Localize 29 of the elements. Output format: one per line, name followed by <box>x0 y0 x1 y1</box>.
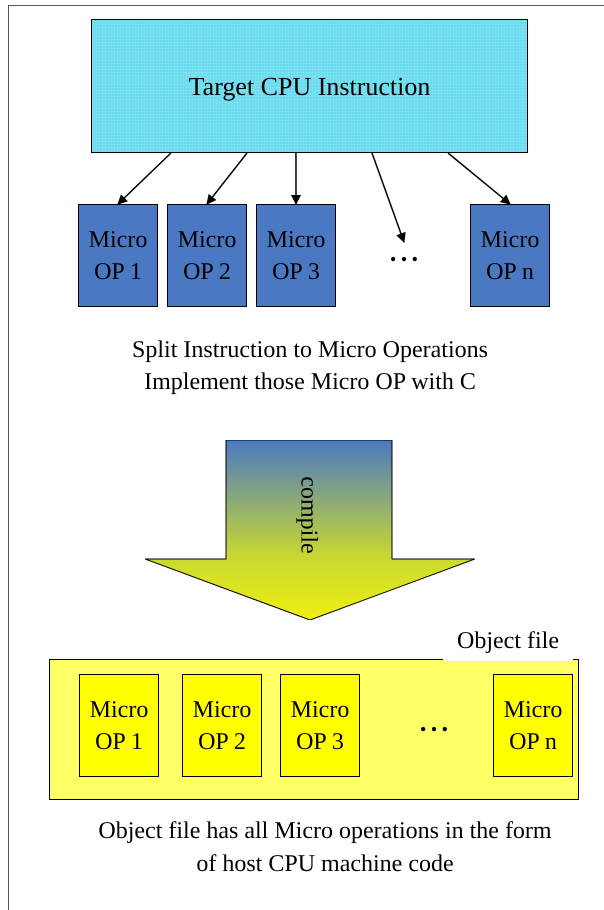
arrow <box>117 152 172 205</box>
micro-op-box <box>79 674 159 777</box>
arrow <box>291 153 301 205</box>
box-text: Micro OP 3 <box>290 696 350 756</box>
caption-text: Implement those Micro OP with C <box>143 368 477 397</box>
micro-op-box <box>256 204 336 307</box>
box-text: Micro OP n <box>480 226 540 286</box>
ellipsis: • • • <box>390 248 418 270</box>
box-text: Micro OP n <box>502 696 564 756</box>
micro-op-box <box>167 204 247 307</box>
box-text: Micro OP 1 <box>88 226 148 286</box>
box-title: Target CPU Instruction <box>188 70 430 103</box>
box-text: Micro OP 2 <box>192 696 252 756</box>
micro-op-box <box>493 674 573 777</box>
arrow <box>206 152 248 205</box>
box-text: Micro OP 1 <box>88 696 150 756</box>
micro-op-box <box>470 204 550 307</box>
instruction-box <box>91 19 528 153</box>
ellipsis: • • • <box>420 718 448 740</box>
arrow <box>371 152 406 243</box>
micro-op-box <box>280 674 360 777</box>
arrow <box>448 152 511 205</box>
micro-op-box <box>78 204 158 307</box>
caption-text: Object file has all Micro operations in the form of host CPU machine code <box>97 817 553 879</box>
box-text: Micro OP 3 <box>266 226 326 286</box>
micro-op-box <box>182 674 262 777</box>
caption-text: Split Instruction to Micro Operations <box>131 336 489 365</box>
arrow-label: compile <box>295 476 323 554</box>
box-text: Micro OP 2 <box>176 226 238 286</box>
